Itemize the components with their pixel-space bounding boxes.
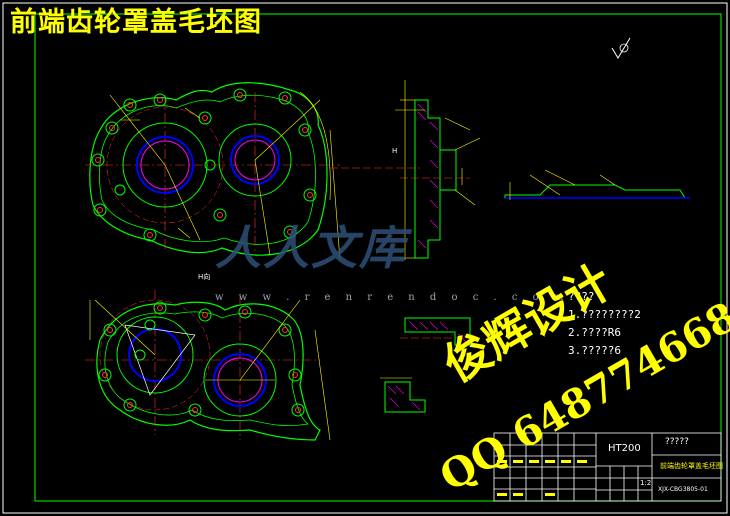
detail-right-dimensions: [509, 169, 616, 200]
note-heading: ????: [568, 290, 595, 303]
detail-right-outline: [504, 184, 686, 199]
title-block-material: HT200: [608, 443, 641, 454]
bottom-detail-upper-hatch: [409, 321, 467, 343]
section-label-h: H: [392, 147, 398, 155]
title-block-small-marks: [497, 460, 587, 496]
main-view: [85, 82, 420, 261]
h-left-triangle: [124, 324, 196, 396]
note-1: 1.????????2: [568, 308, 641, 321]
detail-view-right: [504, 37, 690, 200]
title-block-part-name: 前端齿轮罩盖毛坯图: [660, 462, 723, 470]
main-right-boss: [218, 123, 292, 197]
main-dimensions: [109, 91, 341, 261]
h-view-outline: [96, 301, 321, 441]
title-block: [493, 432, 722, 502]
watermark-url: w w w . r e n r e n d o c . c o m: [215, 292, 570, 303]
title-block-company: ?????: [665, 437, 689, 447]
bottom-detail-lower: [384, 381, 426, 413]
roughness-symbol: [611, 37, 631, 59]
side-section-outline: [414, 99, 441, 259]
main-left-bore-inner: [140, 140, 190, 190]
side-section-view: [395, 80, 481, 260]
title-block-drawing-code: XJX-CBG3805-01: [658, 486, 708, 493]
note-3: 3.?????6: [568, 344, 621, 357]
drawing-inner-frame: [34, 13, 722, 502]
main-right-bore-inner: [234, 139, 276, 181]
h-dimensions: [89, 299, 331, 441]
main-view-outline: [89, 82, 328, 256]
main-view-inner-outline: [99, 94, 316, 245]
h-left-pitch: [99, 299, 211, 411]
side-section-hatch: [417, 103, 439, 249]
roughness-circle: [619, 43, 629, 53]
main-bolt-holes: [91, 88, 317, 242]
bottom-detail-views: [380, 317, 480, 413]
side-dimensions: [395, 80, 481, 260]
view-label-h: H向: [198, 273, 211, 281]
main-left-pitch: [106, 106, 224, 224]
title-block-scale: 1:2: [640, 479, 652, 487]
main-left-boss: [122, 122, 208, 208]
h-left-boss: [116, 316, 194, 394]
side-section-boss: [439, 149, 457, 191]
main-right-bore: [230, 135, 280, 185]
watermark-brand: 人人文库: [215, 221, 407, 275]
h-bolt-holes: [98, 301, 305, 417]
drawing-title: 前端齿轮罩盖毛坯图: [10, 7, 262, 38]
main-left-bore: [136, 136, 194, 194]
h-right-boss: [203, 343, 277, 417]
note-2: 2.????R6: [568, 326, 621, 339]
technical-notes: ???? 1.????????2 2.????R6 3.?????6: [568, 288, 641, 360]
bottom-detail-upper: [404, 317, 471, 346]
bottom-detail-lower-hatch: [387, 385, 421, 411]
h-view: [85, 290, 331, 441]
